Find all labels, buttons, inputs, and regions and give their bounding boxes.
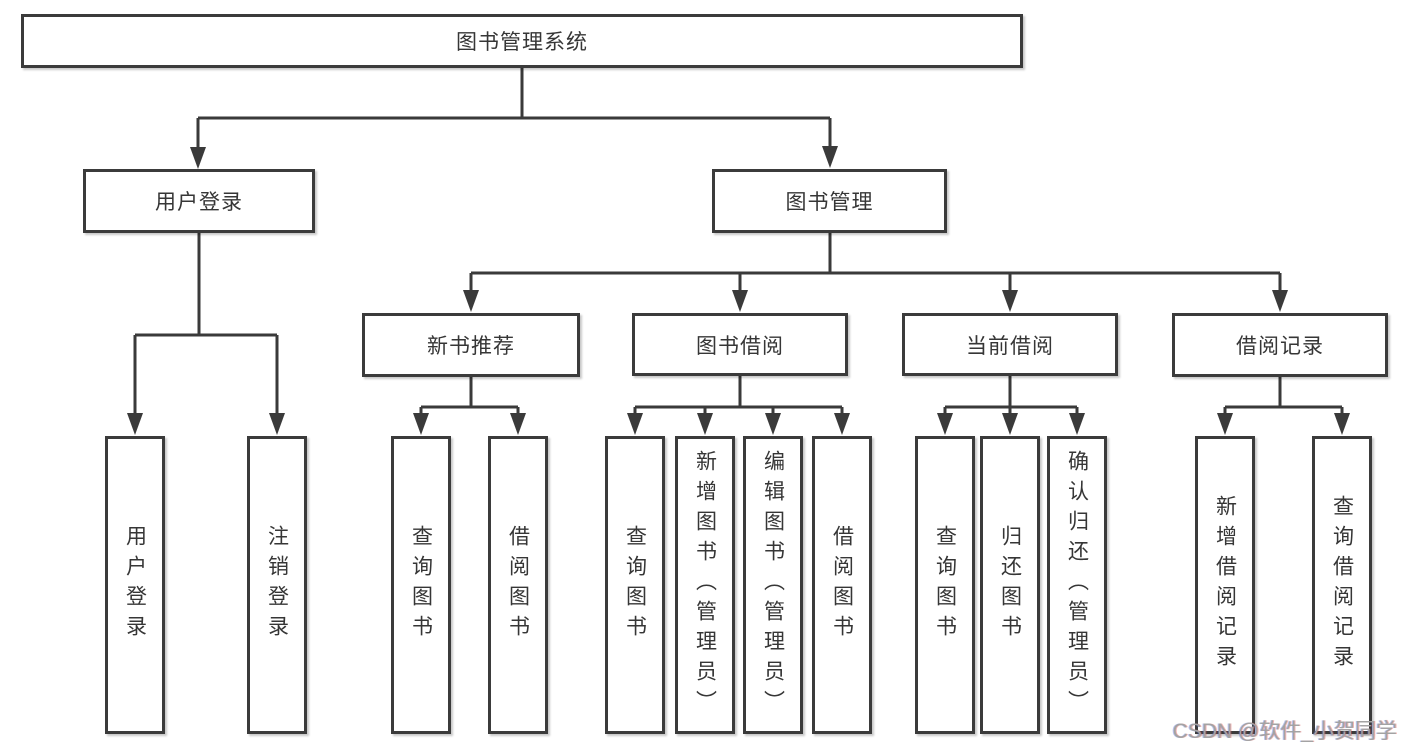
node-borrowing-records-label: 借阅记录	[1236, 335, 1324, 358]
node-root-label: 图书管理系统	[456, 31, 588, 54]
node-leaf-br-add-record-label: 新增借阅记录	[1213, 495, 1237, 675]
arrow-leaf-cb-query	[937, 413, 953, 435]
node-book-borrowing-label: 图书借阅	[696, 334, 784, 358]
csdn-watermark: CSDN @软件_小贺同学	[1172, 720, 1397, 743]
arrow-leaf-bb-add	[697, 413, 713, 435]
edge-userlogin-to-leaves	[133, 233, 279, 416]
node-leaf-bb-edit-books-label: 编辑图书（管理员）	[761, 450, 785, 720]
node-leaf-br-query-record: 查询借阅记录	[1312, 436, 1372, 734]
node-leaf-user-login: 用户登录	[105, 436, 165, 734]
node-user-login-label: 用户登录	[155, 191, 243, 214]
arrow-leaf-cb-return	[1002, 413, 1018, 435]
node-book-management: 图书管理	[712, 169, 947, 233]
node-leaf-bb-borrow-books-label: 借阅图书	[830, 525, 854, 645]
arrow-newbookrec	[463, 290, 479, 312]
arrow-leaf-bb-borrow	[834, 413, 850, 435]
node-borrowing-records: 借阅记录	[1172, 313, 1388, 377]
node-leaf-bb-edit-books: 编辑图书（管理员）	[743, 436, 803, 734]
node-leaf-bb-query-books: 查询图书	[605, 436, 665, 734]
node-new-book-recommend: 新书推荐	[362, 313, 580, 377]
node-leaf-cb-return-books: 归还图书	[980, 436, 1040, 734]
edge-borrowrecords-to-leaves	[1223, 377, 1344, 416]
node-leaf-nb-query-books: 查询图书	[391, 436, 451, 734]
arrow-leaf-br-query	[1334, 413, 1350, 435]
node-leaf-logout-login-label: 注销登录	[265, 525, 289, 645]
arrow-leaf-nb-borrow	[510, 413, 526, 435]
arrow-borrowrecords	[1272, 290, 1288, 312]
node-leaf-cb-confirm-return-label: 确认归还（管理员）	[1065, 450, 1089, 720]
node-root: 图书管理系统	[21, 14, 1023, 68]
arrow-leaf-cb-confirm	[1069, 413, 1085, 435]
arrow-leaf-bb-query	[627, 413, 643, 435]
arrow-leaf-br-add	[1217, 413, 1233, 435]
node-user-login: 用户登录	[83, 169, 315, 233]
node-leaf-bb-add-books-label: 新增图书（管理员）	[693, 450, 717, 720]
node-leaf-bb-borrow-books: 借阅图书	[812, 436, 872, 734]
node-leaf-nb-borrow-books-label: 借阅图书	[506, 525, 530, 645]
arrow-leaf-nb-query	[413, 413, 429, 435]
node-leaf-user-login-label: 用户登录	[123, 525, 147, 645]
arrow-userlogin	[190, 147, 206, 169]
arrow-currentborrow	[1002, 290, 1018, 312]
node-leaf-nb-query-books-label: 查询图书	[409, 525, 433, 645]
node-leaf-cb-confirm-return: 确认归还（管理员）	[1047, 436, 1107, 734]
node-leaf-logout-login: 注销登录	[247, 436, 307, 734]
arrowheads	[127, 146, 1350, 435]
arrow-leaf-logout	[269, 413, 285, 435]
node-leaf-br-add-record: 新增借阅记录	[1195, 436, 1255, 734]
arrow-leaf-bb-edit	[765, 413, 781, 435]
node-current-borrowing-label: 当前借阅	[966, 334, 1054, 358]
node-leaf-cb-return-books-label: 归还图书	[998, 525, 1022, 645]
edge-bookborrow-to-leaves	[633, 376, 844, 416]
edge-root-to-level2	[196, 68, 832, 150]
node-leaf-cb-query-books-label: 查询图书	[933, 525, 957, 645]
node-current-borrowing: 当前借阅	[902, 313, 1118, 376]
node-new-book-recommend-label: 新书推荐	[427, 335, 515, 358]
arrow-bookmgmt	[822, 146, 838, 168]
edge-newbookrec-to-leaves	[419, 377, 520, 416]
arrow-bookborrow	[732, 290, 748, 312]
node-leaf-bb-query-books-label: 查询图书	[623, 525, 647, 645]
edge-currentborrow-to-leaves	[943, 376, 1079, 416]
node-leaf-cb-query-books: 查询图书	[915, 436, 975, 734]
node-leaf-bb-add-books: 新增图书（管理员）	[675, 436, 735, 734]
arrow-leaf-userlogin	[127, 413, 143, 435]
node-leaf-nb-borrow-books: 借阅图书	[488, 436, 548, 734]
node-leaf-br-query-record-label: 查询借阅记录	[1330, 495, 1354, 675]
node-book-borrowing: 图书借阅	[632, 313, 848, 376]
edge-bookmgmt-to-level3	[469, 233, 1282, 293]
node-book-management-label: 图书管理	[785, 191, 874, 214]
